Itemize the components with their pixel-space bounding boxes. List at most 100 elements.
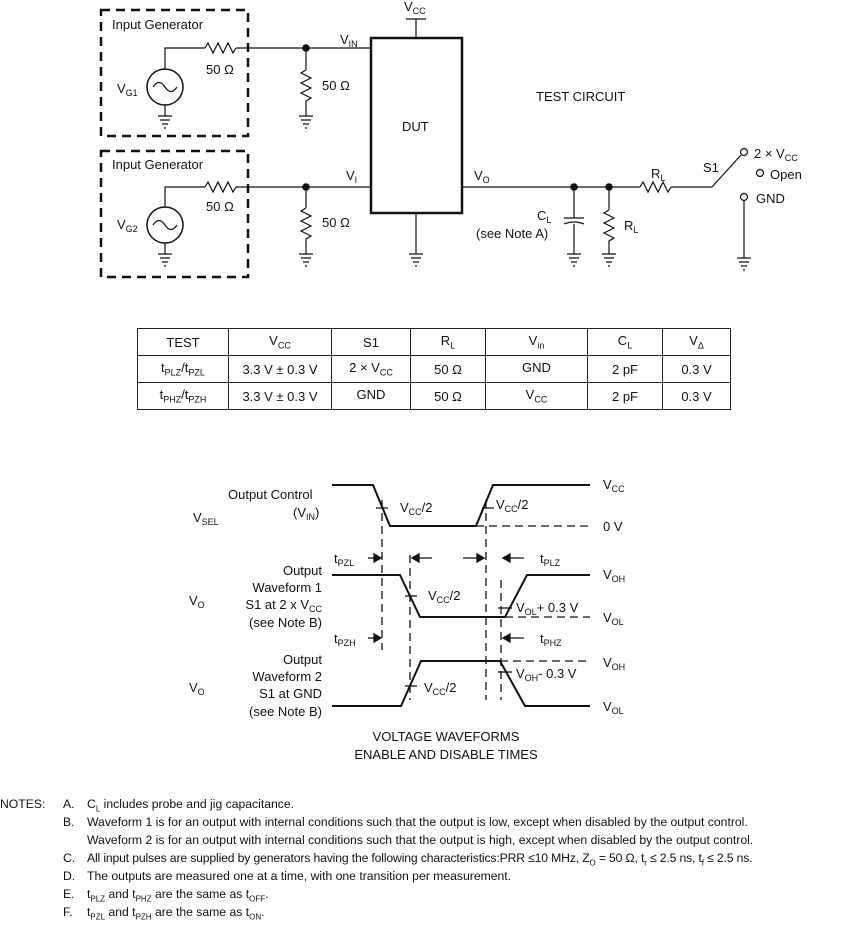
cell-s1: GND [331,382,411,410]
vcc-half-label-1: VCC/2 [400,500,433,517]
waveform-2-description: Output Waveform 2 S1 at GND (see Note B) [249,652,322,719]
svg-text:Waveform 1: Waveform 1 [252,580,322,595]
level-voh-2: VOH [603,655,625,672]
load-resistor-shunt [602,209,616,254]
vg2-label: VG2 [117,217,138,234]
vo1-label: VO [189,593,205,610]
header-vcc: VCC [228,328,332,356]
series-resistor-2-value: 50 Ω [206,199,234,214]
shunt-resistor-1-value: 50 Ω [322,78,350,93]
ground-icon-r1 [299,115,313,129]
output-waveform-1-trace [332,574,590,618]
ground-icon-rl [602,253,616,267]
shunt-resistor-2-value: 50 Ω [322,215,350,230]
series-resistor-2 [204,180,237,194]
cell-cl: 2 pF [587,355,663,383]
note-b-continued: Waveform 2 is for an output with interna… [0,831,862,849]
t-pzl-label: tPZL [334,551,354,568]
vo2-label: VO [189,680,205,697]
sine-wave-2 [152,219,178,231]
note-a: NOTES: A. CL includes probe and jig capa… [0,795,862,813]
header-test: TEST [137,328,229,356]
vin-paren-label: (VIN) [293,505,319,522]
shunt-resistor-1 [299,69,313,116]
level-vol-2: VOL [603,699,624,716]
header-rl: RL [410,328,486,356]
ground-icon-g1 [158,115,172,129]
svg-text:(see Note B): (see Note B) [249,615,322,630]
table-row: tPLZ/tPZL 3.3 V ± 0.3 V 2 × VCC 50 Ω GND… [137,355,731,383]
table-header-row: TEST VCC S1 RL Vin CL VΔ [137,328,731,356]
cell-vin: VCC [485,382,588,410]
note-f: F. tPZL and tPZH are the same as tON. [0,903,862,921]
output-control-label: Output Control [228,487,313,502]
vcc-half-label-2: VCC/2 [496,497,529,514]
cell-vdelta: 0.3 V [662,355,731,383]
s1-label: S1 [703,160,719,175]
note-letter: D. [63,869,76,883]
input-generator-2-box [99,149,250,279]
vcc-half-label-3: VCC/2 [428,588,461,605]
cl-label: CL [537,208,551,225]
cell-rl: 50 Ω [410,355,486,383]
vol-plus-label: VOL+ 0.3 V [516,600,579,617]
cell-test: tPHZ/tPZH [137,382,229,410]
cl-note: (see Note A) [476,226,548,241]
cell-test: tPLZ/tPZL [137,355,229,383]
switch-open-label: Open [770,167,802,182]
note-letter: C. [63,851,76,865]
rl-series-label: RL [651,166,665,183]
note-text: Waveform 2 is for an output with interna… [87,833,754,847]
note-letter: A. [63,797,75,811]
cell-cl: 2 pF [587,382,663,410]
t-phz-label: tPHZ [540,631,562,648]
ground-icon-dut [409,253,423,267]
s1-switch-arm [711,154,742,188]
cell-rl: 50 Ω [410,382,486,410]
cell-s1: 2 × VCC [331,355,411,383]
note-e: E. tPLZ and tPHZ are the same as tOFF. [0,885,862,903]
level-voh-1: VOH [603,567,625,584]
note-text: Waveform 1 is for an output with interna… [87,815,748,829]
input-generator-2-label: Input Generator [112,157,204,172]
vg1-label: VG1 [117,81,138,98]
t-pzh-label: tPZH [334,631,356,648]
cell-vdelta: 0.3 V [662,382,731,410]
vin-pin-label: VIN [340,32,358,49]
vo-pin-label: VO [474,168,490,185]
note-d: D. The outputs are measured one at a tim… [0,867,862,885]
level-vol-1: VOL [603,610,624,627]
dut-label: DUT [402,119,429,134]
arrow-inner-right [463,552,486,564]
level-0v: 0 V [603,519,623,534]
header-s1: S1 [331,328,411,356]
switch-gnd-label: GND [756,191,785,206]
waveforms-title-line2: ENABLE AND DISABLE TIMES [354,747,538,762]
vsel-label: VSEL [193,510,219,527]
notes-heading: NOTES: [0,797,46,811]
rl-shunt-label: RL [624,218,638,235]
note-letter: E. [63,887,75,901]
test-circuit-title: TEST CIRCUIT [536,89,625,104]
voh-minus-label: VOH- 0.3 V [516,666,577,683]
ground-icon-cl [567,253,581,267]
ground-icon-switch [737,257,751,271]
note-text: tPLZ and tPHZ are the same as tOFF. [87,887,269,904]
input-generator-1-box [99,8,250,138]
note-text: The outputs are measured one at a time, … [87,869,512,883]
table-row: tPHZ/tPZH 3.3 V ± 0.3 V GND 50 Ω VCC 2 p… [137,382,731,410]
vcc-half-label-4: VCC/2 [424,680,457,697]
cell-vin: GND [485,355,588,383]
svg-text:Waveform 2: Waveform 2 [252,669,322,684]
input-generator-1-label: Input Generator [112,17,204,32]
level-vcc: VCC [603,477,625,494]
voltage-waveforms-diagram: Output Control (VIN) VSEL VCC 0 V VCC/2 … [189,477,625,762]
waveform-1-description: Output Waveform 1 S1 at 2 x VCC (see Not… [245,563,322,630]
vcc-supply-label: VCC [404,0,426,16]
switch-terminal-gnd [739,192,749,202]
switch-terminal-2vcc [739,147,749,157]
svg-text:Output: Output [283,652,322,667]
note-b: B. Waveform 1 is for an output with inte… [0,813,862,831]
cell-vcc: 3.3 V ± 0.3 V [228,382,332,410]
load-resistor-series [639,180,672,194]
